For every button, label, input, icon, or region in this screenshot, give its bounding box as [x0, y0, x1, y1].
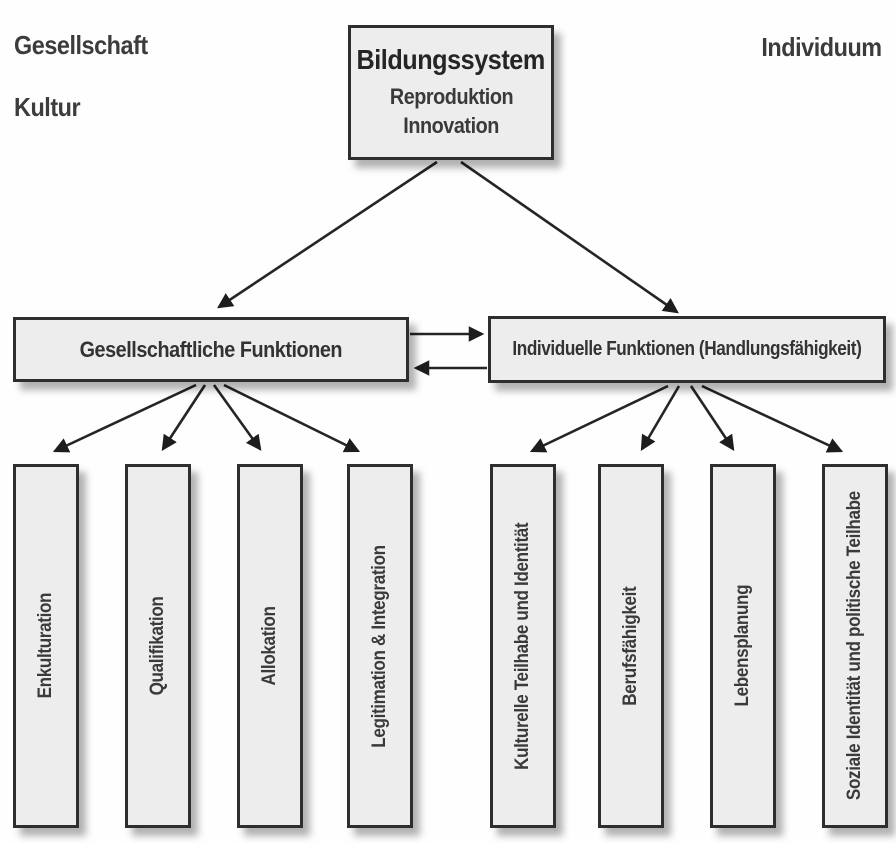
node-individuelle-funktionen: Individuelle Funktionen (Handlungsfähigk… — [488, 316, 886, 383]
node-bildungssystem-title: Bildungssystem — [356, 44, 546, 76]
arrow-to-soziale-identitaet — [701, 384, 844, 453]
arrow-to-berufsfaehigkeit — [640, 385, 681, 452]
context-label-kultur: Kultur — [14, 92, 81, 122]
arrow-bildungssystem-to-individuelle-funktionen — [460, 160, 679, 314]
node-allokation-label: Allokation — [259, 606, 280, 686]
arrow-to-qualifikation — [161, 384, 207, 451]
arrow-to-enkulturation — [52, 383, 197, 453]
node-gesellschaftliche-funktionen: Gesellschaftliche Funktionen — [13, 317, 409, 382]
node-lebensplanung: Lebensplanung — [710, 464, 776, 828]
node-bildungssystem-subtitle-innovation: Innovation — [403, 113, 499, 138]
node-individuelle-funktionen-label: Individuelle Funktionen (Handlungsfähigk… — [512, 338, 862, 360]
node-legitimation-integration-label: Legitimation & Integration — [369, 544, 390, 748]
node-berufsfaehigkeit-label: Berufsfähigkeit — [620, 586, 641, 706]
node-allokation: Allokation — [237, 464, 303, 828]
node-bildungssystem-subtitle-reproduktion: Reproduktion — [389, 84, 513, 110]
node-enkulturation-label: Enkulturation — [35, 593, 56, 699]
arrow-to-lebensplanung — [689, 385, 735, 451]
node-bildungssystem: Bildungssystem Reproduktion Innovation — [348, 25, 554, 160]
context-label-gesellschaft: Gesellschaft — [14, 30, 148, 60]
node-gesellschaftliche-funktionen-label: Gesellschaftliche Funktionen — [79, 336, 343, 362]
node-berufsfaehigkeit: Berufsfähigkeit — [598, 464, 664, 828]
arrow-bildungssystem-to-gesellschaftliche-funktionen — [217, 160, 438, 309]
context-label-individuum: Individuum — [761, 32, 883, 62]
node-enkulturation: Enkulturation — [13, 464, 79, 828]
node-qualifikation-label: Qualifikation — [147, 596, 168, 696]
node-qualifikation: Qualifikation — [125, 464, 191, 828]
node-kulturelle-teilhabe-label: Kulturelle Teilhabe und Identität — [512, 522, 533, 770]
node-kulturelle-teilhabe-und-identitaet: Kulturelle Teilhabe und Identität — [490, 464, 556, 828]
arrow-to-legitimation-integration — [223, 383, 361, 453]
node-lebensplanung-label: Lebensplanung — [732, 585, 753, 707]
arrow-to-kulturelle-teilhabe — [529, 384, 669, 453]
node-legitimation-integration: Legitimation & Integration — [347, 464, 413, 828]
node-soziale-identitaet-label: Soziale Identität und politische Teilhab… — [844, 491, 865, 801]
node-soziale-identitaet-und-politische-teilhabe: Soziale Identität und politische Teilhab… — [822, 464, 888, 828]
arrow-to-allokation — [212, 384, 262, 451]
